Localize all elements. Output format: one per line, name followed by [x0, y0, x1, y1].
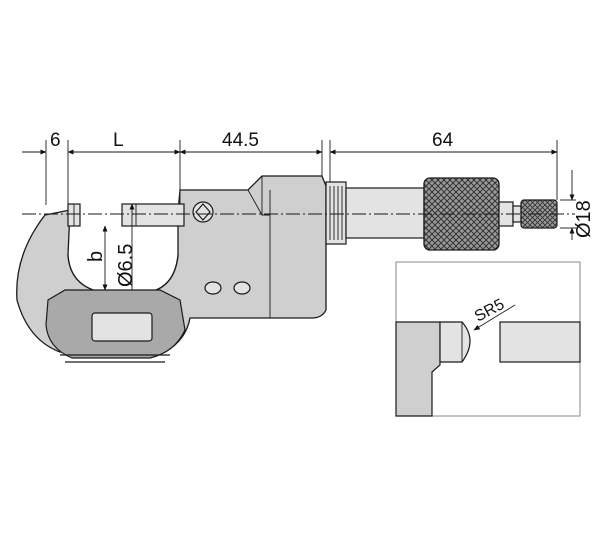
dim-range-length: L: [113, 130, 124, 151]
dim-anvil-width: 6: [50, 130, 61, 151]
nameplate: [91, 312, 153, 342]
spindle-lock[interactable]: [192, 201, 214, 223]
dim-ratchet-diameter: Ø18: [573, 200, 595, 238]
dim-spindle-diameter: Ø6.5: [115, 244, 137, 287]
spindle: [121, 203, 185, 227]
anvil: [67, 203, 81, 227]
frame: [16, 175, 327, 363]
sleeve: [325, 181, 425, 245]
dimension-lines: [22, 140, 576, 291]
detail-inset: [395, 261, 581, 417]
body-screws: [204, 281, 251, 295]
dim-body-to-sleeve: 44.5: [222, 130, 259, 151]
dim-thimble-length: 64: [432, 130, 454, 151]
dim-depth: b: [85, 251, 107, 262]
